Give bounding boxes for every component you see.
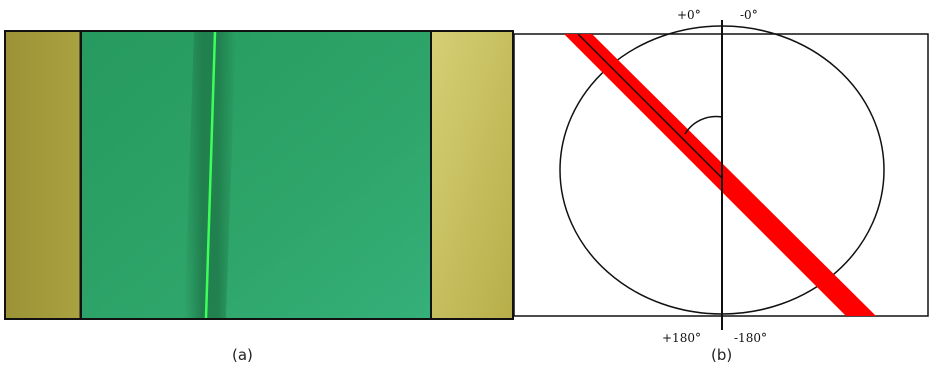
panel-b-diagram: +0° -0° +180° -180° bbox=[512, 0, 930, 374]
left-olive-panel bbox=[6, 32, 80, 318]
angle-label-top-left: +0° bbox=[677, 8, 701, 22]
right-olive-panel bbox=[432, 32, 512, 318]
panel-a-photo bbox=[4, 30, 514, 320]
caption-a: (a) bbox=[232, 346, 253, 364]
green-field bbox=[82, 32, 430, 318]
panel-a-canvas bbox=[4, 30, 514, 320]
caption-b: (b) bbox=[711, 346, 732, 364]
panel-b-canvas: +0° -0° +180° -180° bbox=[512, 0, 930, 374]
angle-label-bottom-left: +180° bbox=[662, 331, 701, 345]
angle-label-bottom-right: -180° bbox=[734, 331, 767, 345]
angle-label-top-right: -0° bbox=[740, 8, 758, 22]
